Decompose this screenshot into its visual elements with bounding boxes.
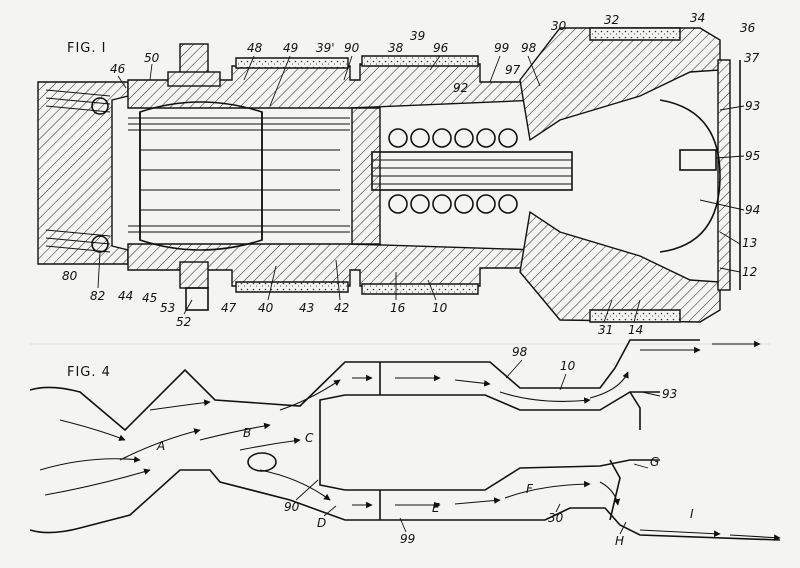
fig1-label-36: 36 [740, 21, 756, 35]
fig1-label-31: 31 [598, 323, 613, 337]
fig4-label-H: H [615, 534, 624, 548]
fig1-label-16: 16 [390, 301, 406, 315]
fig1-label-43: 43 [299, 301, 314, 315]
fig1-cross-section: FIG. I [37, 11, 760, 337]
fig1-label-10: 10 [432, 301, 448, 315]
fig1-label-47: 47 [221, 301, 237, 315]
fig4-label-I: I [690, 507, 694, 521]
fig1-label-90: 90 [344, 41, 360, 55]
fig4-label-B: B [243, 426, 251, 440]
fig1-label-49: 49 [283, 41, 298, 55]
fig1-label-32: 32 [604, 13, 619, 27]
fig1-label-99: 99 [494, 41, 509, 55]
fig4-label-D: D [317, 516, 326, 530]
fig4-label-99: 99 [400, 532, 415, 546]
fig1-label-98: 98 [521, 41, 537, 55]
fig1-label-44: 44 [118, 289, 133, 303]
fig1-label-13: 13 [742, 236, 757, 250]
fig1-label-37: 37 [744, 51, 760, 65]
fig1-label-42: 42 [334, 301, 349, 315]
fig1-label-95: 95 [745, 149, 760, 163]
fig4-label-G: G [650, 455, 659, 469]
fig1-label-30: 30 [551, 19, 567, 33]
fig1-label-12: 12 [742, 265, 757, 279]
fig1-title: FIG. I [67, 41, 106, 56]
fig4-label-30: 30 [548, 511, 564, 525]
fig1-label-52: 52 [176, 315, 191, 329]
fig1-label-93: 93 [745, 99, 760, 113]
fig1-label-40: 40 [258, 301, 274, 315]
fig1-label-39p: 39' [316, 41, 335, 55]
fig1-label-46: 46 [110, 62, 126, 76]
fig1-label-92: 92 [453, 81, 468, 95]
fig1-label-39: 39 [410, 29, 425, 43]
fig4-label-98: 98 [512, 345, 528, 359]
fig1-label-14: 14 [628, 323, 643, 337]
fig4-label-93: 93 [662, 387, 677, 401]
fig1-label-97: 97 [505, 63, 521, 77]
fig1-label-34: 34 [690, 11, 705, 25]
fig1-label-53: 53 [160, 301, 175, 315]
fig1-label-48: 48 [247, 41, 263, 55]
fig4-flow-diagram: FIG. 4 [29, 339, 781, 548]
fig4-label-F: F [526, 482, 534, 496]
fig1-label-94: 94 [745, 203, 760, 217]
fig4-label-A: A [156, 439, 165, 453]
fig1-label-96: 96 [433, 41, 449, 55]
fig1-label-82: 82 [90, 289, 105, 303]
fig4-label-90: 90 [284, 500, 300, 514]
fig4-label-E: E [432, 501, 440, 515]
fig4-label-10: 10 [560, 359, 576, 373]
fig1-label-45: 45 [142, 291, 157, 305]
fig1-label-50: 50 [144, 51, 160, 65]
fig4-label-C: C [305, 431, 314, 445]
fig1-label-80: 80 [62, 269, 78, 283]
fig4-title: FIG. 4 [67, 365, 111, 380]
fig1-label-38: 38 [388, 41, 404, 55]
